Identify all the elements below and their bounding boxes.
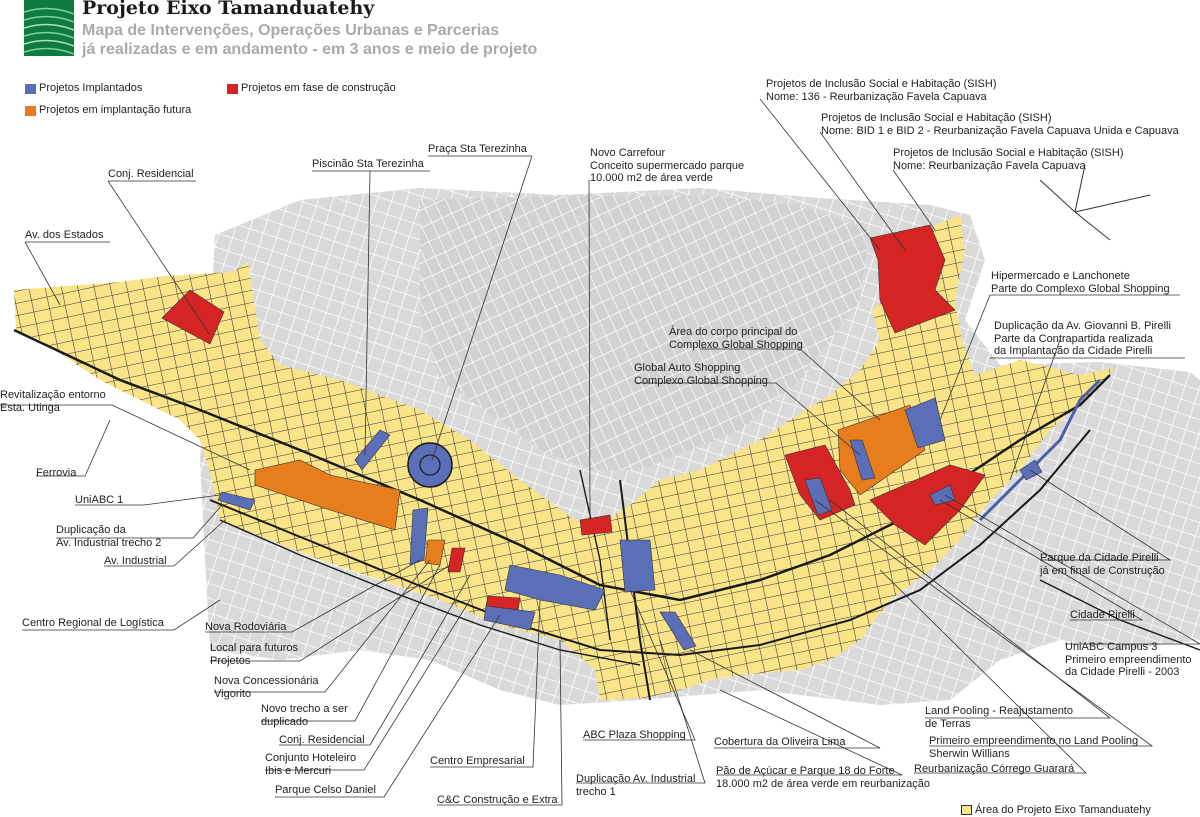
- label-ferrovia: Ferrovia: [36, 467, 77, 479]
- label-sish1: Projetos de Inclusão Social e Habitação …: [766, 78, 997, 103]
- label-sish3: Projetos de Inclusão Social e Habitação …: [893, 147, 1124, 172]
- label-reurbanizacao-corrego: Reurbanização Córrego Guarará: [914, 763, 1075, 775]
- project-polygons: [161, 224, 1043, 651]
- label-conj-residencial-top: Conj. Residencial: [108, 168, 194, 180]
- project-blue-uniabc3: [929, 484, 956, 506]
- label-av-estados: Av. dos Estados: [25, 229, 104, 241]
- legend-swatch-implantados: [25, 84, 36, 94]
- project-blue-parque-celso: [483, 605, 536, 631]
- project-red-carrefour: [579, 514, 613, 536]
- label-nova-rodoviaria: Nova Rodoviária: [205, 621, 287, 633]
- legend-swatch-construcao: [227, 84, 238, 94]
- project-blue-global-auto: [849, 439, 876, 481]
- page-subtitle-line1: Mapa de Intervenções, Operações Urbanas …: [82, 22, 500, 39]
- label-parque-celso: Parque Celso Daniel: [275, 784, 376, 796]
- label-cc-construcao: C&C Construção e Extra: [437, 794, 558, 806]
- road-network: [13, 164, 1200, 701]
- legend-label-implantados: Projetos Implantados: [39, 82, 143, 94]
- page-title: Projeto Eixo Tamanduatehy: [82, 0, 375, 19]
- footer-legend-label: Área do Projeto Eixo Tamanduatehy: [975, 804, 1151, 816]
- project-blue-oliveira-lima: [659, 611, 697, 651]
- project-blue-rodoviaria: [409, 507, 429, 566]
- leader-lines: [0, 98, 1200, 806]
- project-blue-abc-plaza: [619, 539, 656, 593]
- label-centro-empresarial: Centro Empresarial: [430, 755, 525, 767]
- project-blue-uniabc1: [217, 491, 256, 511]
- project-blue-hipermercado: [904, 397, 946, 449]
- footer-legend-swatch: [961, 805, 972, 815]
- project-red-local-futuros: [447, 547, 466, 573]
- project-red-cidade-pirelli: [869, 464, 986, 546]
- label-abc-plaza: ABC Plaza Shopping: [583, 729, 686, 741]
- project-red-favela-capuava: [869, 224, 956, 334]
- legend-label-construcao: Projetos em fase de construção: [241, 82, 396, 94]
- project-red-conj-residencial: [161, 289, 225, 345]
- label-uniabc1: UniABC 1: [75, 494, 124, 506]
- legend-swatch-futura: [25, 106, 36, 116]
- label-cobertura: Cobertura da Oliveira Lima: [714, 736, 846, 748]
- label-piscinao: Piscinão Sta Terezinha: [312, 158, 424, 170]
- page-subtitle-line2: já realizadas e em andamento - em 3 anos…: [82, 41, 538, 58]
- project-blue-centro-empresarial: [504, 564, 606, 611]
- project-blue-sherwin: [804, 477, 833, 516]
- project-area: [14, 215, 1115, 700]
- project-logo: [24, 0, 74, 56]
- label-conj-residencial-bottom: Conj. Residencial: [279, 734, 365, 746]
- label-centro-logistica: Centro Regional de Logística: [22, 617, 164, 629]
- project-blue-parque-pirelli: [1019, 459, 1043, 481]
- label-sish2: Projetos de Inclusão Social e Habitação …: [821, 112, 1179, 137]
- project-orange-utinga: [254, 459, 401, 531]
- project-blue-piscinao: [354, 429, 391, 471]
- label-cidade-pirelli: Cidade Pirelli: [1070, 609, 1135, 621]
- label-praca: Praça Sta Terezinha: [428, 143, 527, 155]
- legend-label-futura: Projetos em implantação futura: [39, 104, 192, 116]
- label-av-industrial: Av. Industrial: [104, 555, 167, 567]
